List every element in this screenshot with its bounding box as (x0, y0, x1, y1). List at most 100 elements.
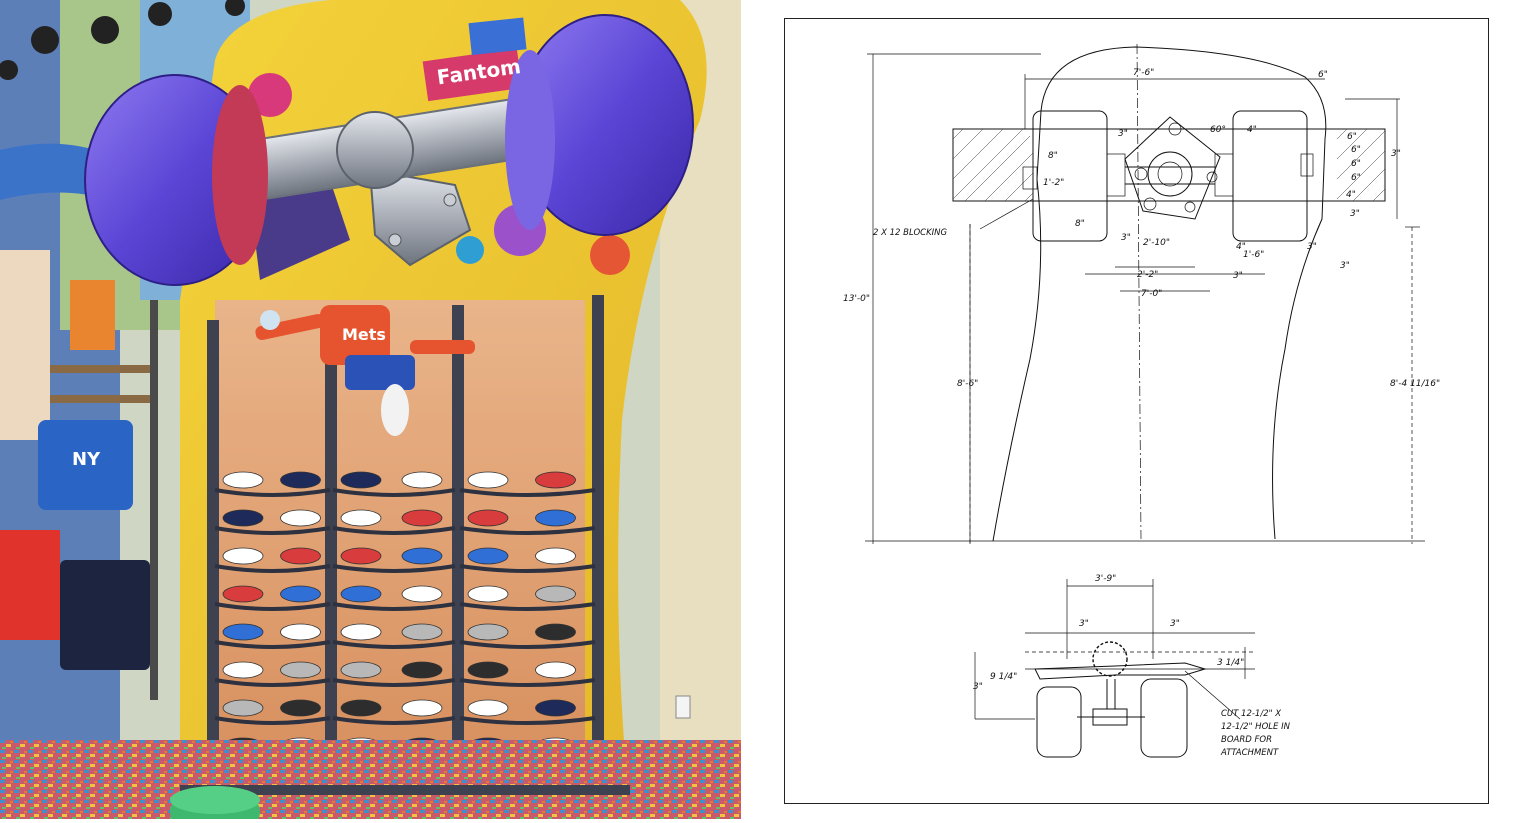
sneaker (535, 661, 576, 679)
shelf-bar (214, 640, 331, 649)
dim-axle-width: 7'-0" (1141, 289, 1162, 299)
sneaker (401, 471, 443, 489)
sneaker (340, 623, 382, 641)
shelf-bar (214, 564, 331, 573)
sneaker (401, 585, 443, 603)
dim-small-6a: 6" (1347, 132, 1357, 142)
sneaker (280, 623, 321, 641)
sneaker (340, 547, 382, 565)
sneaker (467, 547, 509, 565)
sneaker (280, 547, 321, 565)
dim-small-3d: 3" (1340, 261, 1350, 271)
dim-offset-a: 1'-6" (1243, 250, 1264, 260)
dim-small-3b: 3" (1121, 233, 1131, 243)
shelf-bar (214, 716, 331, 725)
dim-small-6c: 6" (1351, 159, 1361, 169)
sneaker (222, 585, 264, 603)
sneaker (222, 509, 264, 527)
shelf-bar (459, 564, 596, 573)
sneaker (340, 699, 382, 717)
dim-small-6b: 6" (1351, 145, 1361, 155)
store-display-photo: Fantom NY Mets (0, 0, 741, 823)
sneaker (401, 623, 443, 641)
truck-detail: 3'-9" 3" 3" 9 1/4" 3 1/4" 3" CUT 12-1/2"… (973, 574, 1291, 758)
dim-small-3e: 3" (1350, 209, 1360, 219)
dim-left-height: 8'-6" (957, 379, 978, 389)
sneaker (340, 509, 382, 527)
dim-small-6d: 6" (1351, 173, 1361, 183)
sneaker (340, 471, 382, 489)
sneaker (467, 699, 509, 717)
dim-right-height: 8'-4 11/16" (1390, 379, 1440, 389)
sneaker (222, 699, 264, 717)
photo-illustration: Fantom NY Mets (0, 0, 741, 823)
sneaker (401, 699, 443, 717)
sneaker (280, 699, 321, 717)
dim-small-8b: 8" (1075, 219, 1085, 229)
dim-small-3r2: 3" (1307, 242, 1317, 252)
shelf-bar (214, 678, 331, 687)
right-wheel (1232, 110, 1308, 242)
detail-right-wheel (1140, 678, 1188, 758)
dim-hanger-b: 2'-2" (1137, 270, 1158, 280)
detail-right-depth: 3 1/4" (1217, 658, 1244, 668)
shelf-bar (459, 526, 596, 535)
shelf-bar (214, 488, 331, 497)
mets-jersey-text: Mets (342, 325, 386, 344)
elevation-drawing: 13'-0" 8'-6" 8'-4 11/16" 7'-6" 6" 7'-0" … (843, 43, 1440, 758)
sneaker (222, 661, 264, 679)
shelf-bar (459, 716, 596, 725)
sneaker (535, 585, 576, 603)
shelf-bar (459, 602, 596, 611)
detail-note-4: ATTACHMENT (1220, 748, 1279, 758)
kingpin-circle (1147, 151, 1193, 197)
dim-offset-b: 4" (1236, 242, 1246, 252)
sneaker (280, 471, 321, 489)
sneaker (340, 661, 382, 679)
dim-small-3c: 3" (1233, 271, 1243, 281)
sneaker (280, 585, 321, 603)
sneaker (535, 623, 576, 641)
detail-right-3: 3" (1170, 619, 1180, 629)
dim-angle: 60° (1210, 125, 1226, 135)
shelf-bar (332, 640, 456, 649)
sneaker (222, 547, 264, 565)
dim-hanger-a: 2'-10" (1143, 238, 1170, 248)
sneaker (467, 585, 509, 603)
detail-hole (1092, 641, 1128, 677)
sneaker (222, 471, 264, 489)
shelf-bar (332, 678, 456, 687)
sneaker (467, 471, 509, 489)
detail-note-2: 12-1/2" HOLE IN (1221, 722, 1291, 732)
dim-small-8a: 8" (1048, 151, 1058, 161)
shelf-bar (332, 564, 456, 573)
dim-small-3r1: 3" (1391, 149, 1401, 159)
shelf-bar (459, 640, 596, 649)
shelf-bar (214, 526, 331, 535)
sneaker (401, 661, 443, 679)
detail-left-depth: 9 1/4" (990, 672, 1017, 682)
sneaker (535, 471, 576, 489)
detail-height-3: 3" (973, 682, 983, 692)
dim-small-3: 3" (1118, 129, 1128, 139)
sneaker (280, 661, 321, 679)
detail-left-wheel (1036, 686, 1082, 758)
shelf-bar (459, 678, 596, 687)
sneaker (467, 661, 509, 679)
mascot-figure: Mets (255, 305, 475, 436)
dim-small-4b: 4" (1247, 125, 1257, 135)
sneaker (401, 547, 443, 565)
sneaker (467, 509, 509, 527)
detail-board (1034, 662, 1207, 680)
shelf-bar (459, 488, 596, 497)
detail-width: 3'-9" (1095, 574, 1116, 584)
shelf-bar (332, 716, 456, 725)
detail-note-1: CUT 12-1/2" X (1221, 709, 1281, 719)
board-outline (992, 46, 1327, 542)
dim-top-width: 7'-6" (1133, 68, 1154, 78)
sneaker (467, 623, 509, 641)
left-wheel (1032, 110, 1108, 242)
shelf-bar (332, 526, 456, 535)
sneaker (340, 585, 382, 603)
blocking-rect (952, 128, 1386, 202)
